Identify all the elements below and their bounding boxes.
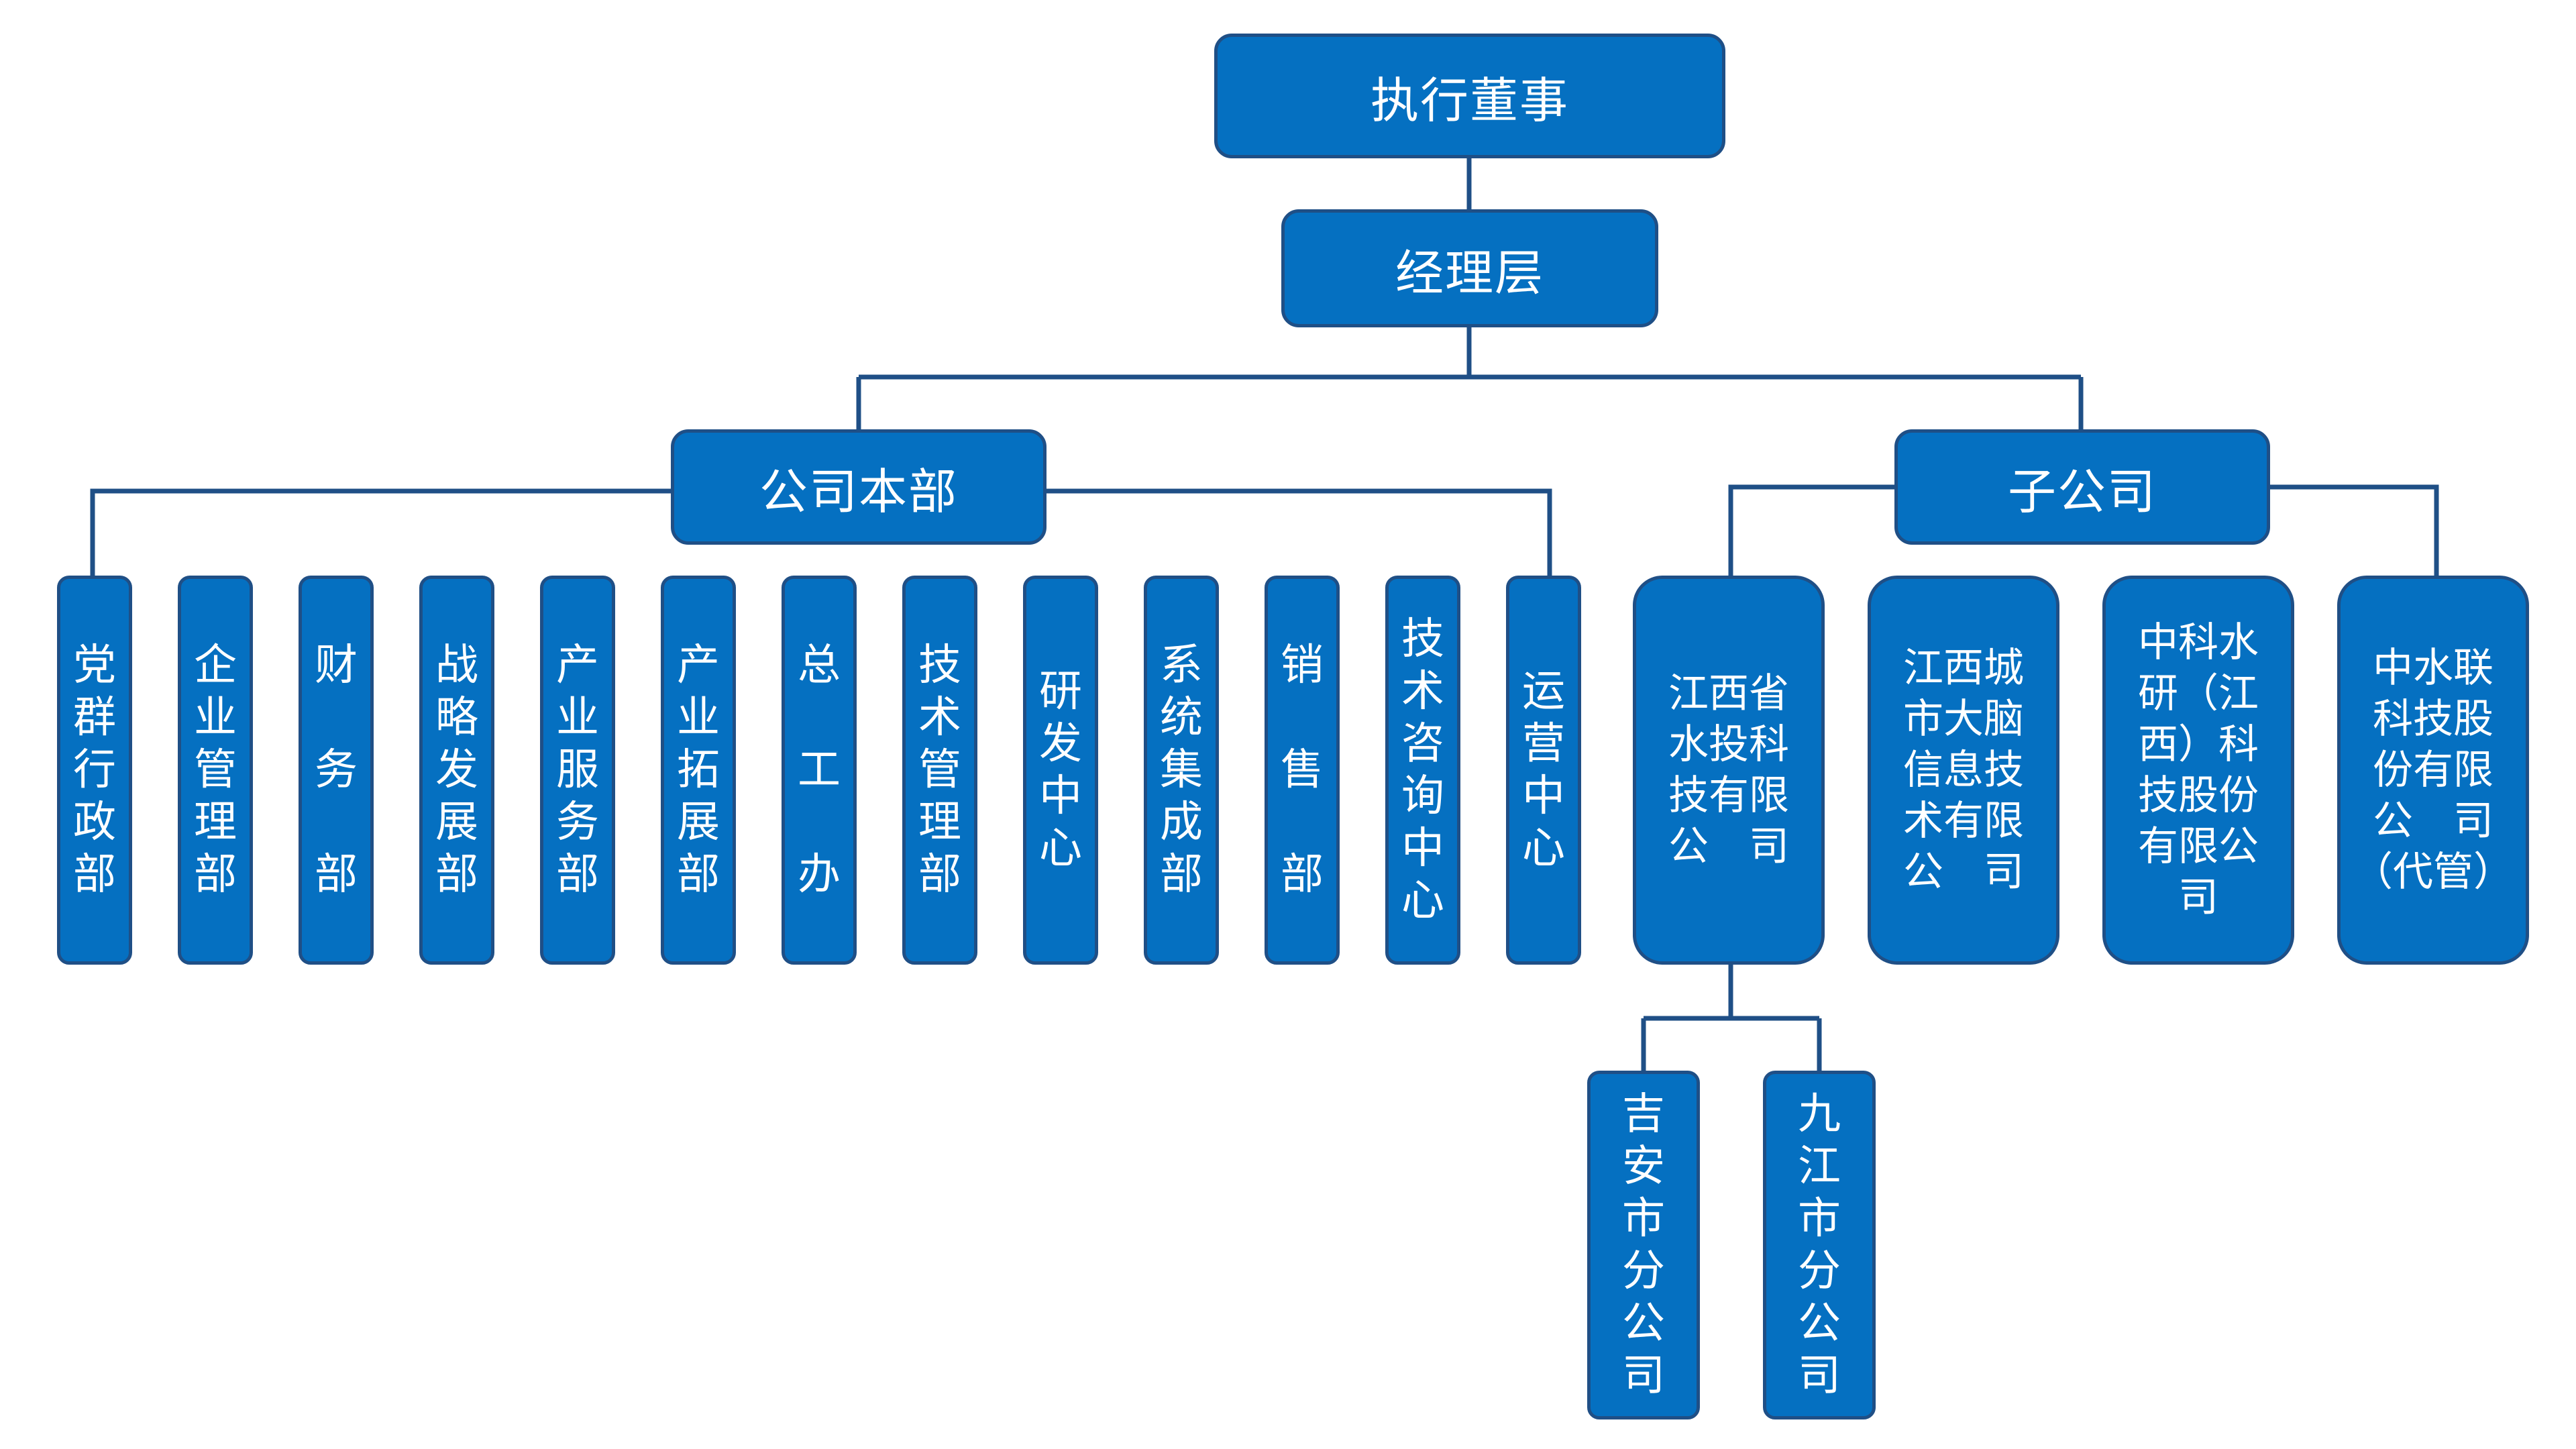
- department-box: 研发中心: [1023, 576, 1098, 965]
- subsidiary-label: 中科水 研（江 西）科 技股份 有限公 司: [2138, 619, 2259, 921]
- department-box: 党群行政部: [57, 576, 132, 965]
- subsidiaries-label: 子公司: [2007, 463, 2157, 520]
- department-box: 运营中心: [1506, 576, 1581, 965]
- branch-box: 吉安市分公司: [1587, 1071, 1700, 1419]
- department-label: 销 售 部: [1281, 641, 1324, 900]
- department-label: 企业管理部: [194, 641, 237, 900]
- connector-branches: [1641, 965, 1822, 1071]
- subsidiary-label: 中水联 科技股 份有限 公 司 （代管）: [2353, 645, 2514, 896]
- branch-box: 九江市分公司: [1763, 1071, 1876, 1419]
- department-label: 技术管理部: [918, 641, 961, 900]
- hq-label: 公司本部: [759, 463, 958, 520]
- department-box: 财 务 部: [299, 576, 374, 965]
- department-label: 产业拓展部: [677, 641, 720, 900]
- subsidiary-box: 江西城 市大脑 信息技 术有限 公 司: [1868, 576, 2059, 965]
- director-label: 执行董事: [1370, 72, 1569, 129]
- subsidiary-label: 江西城 市大脑 信息技 术有限 公 司: [1903, 645, 2024, 896]
- branch-label: 吉安市分公司: [1622, 1089, 1665, 1401]
- department-label: 总 工 办: [798, 641, 841, 900]
- management-label: 经理层: [1395, 244, 1544, 301]
- subsidiaries-box: 子公司: [1894, 429, 2270, 545]
- subsidiary-box: 中水联 科技股 份有限 公 司 （代管）: [2337, 576, 2529, 965]
- department-box: 技术咨询中心: [1385, 576, 1460, 965]
- department-label: 党群行政部: [73, 641, 116, 900]
- subsidiary-box: 中科水 研（江 西）科 技股份 有限公 司: [2102, 576, 2294, 965]
- department-label: 技术咨询中心: [1401, 614, 1444, 926]
- branch-label: 九江市分公司: [1798, 1089, 1841, 1401]
- department-box: 企业管理部: [178, 576, 253, 965]
- management-box: 经理层: [1281, 209, 1658, 327]
- department-box: 技术管理部: [902, 576, 977, 965]
- hq-box: 公司本部: [671, 429, 1046, 545]
- department-label: 研发中心: [1039, 667, 1082, 873]
- director-box: 执行董事: [1214, 34, 1725, 158]
- department-box: 销 售 部: [1265, 576, 1340, 965]
- department-box: 总 工 办: [782, 576, 857, 965]
- connector-hq-departments: [90, 488, 1552, 576]
- department-box: 产业拓展部: [661, 576, 736, 965]
- subsidiary-box: 江西省 水投科 技有限 公 司: [1633, 576, 1825, 965]
- department-label: 产业服务部: [556, 641, 599, 900]
- department-label: 运营中心: [1522, 667, 1565, 873]
- department-label: 战略发展部: [435, 641, 478, 900]
- department-box: 系统集成部: [1144, 576, 1219, 965]
- department-box: 产业服务部: [540, 576, 615, 965]
- department-label: 系统集成部: [1160, 641, 1203, 900]
- connector-management-groups: [856, 327, 2084, 429]
- subsidiary-label: 江西省 水投科 技有限 公 司: [1668, 670, 1789, 870]
- department-box: 战略发展部: [419, 576, 494, 965]
- connector-subsidiaries: [1728, 484, 2439, 576]
- department-label: 财 务 部: [315, 641, 358, 900]
